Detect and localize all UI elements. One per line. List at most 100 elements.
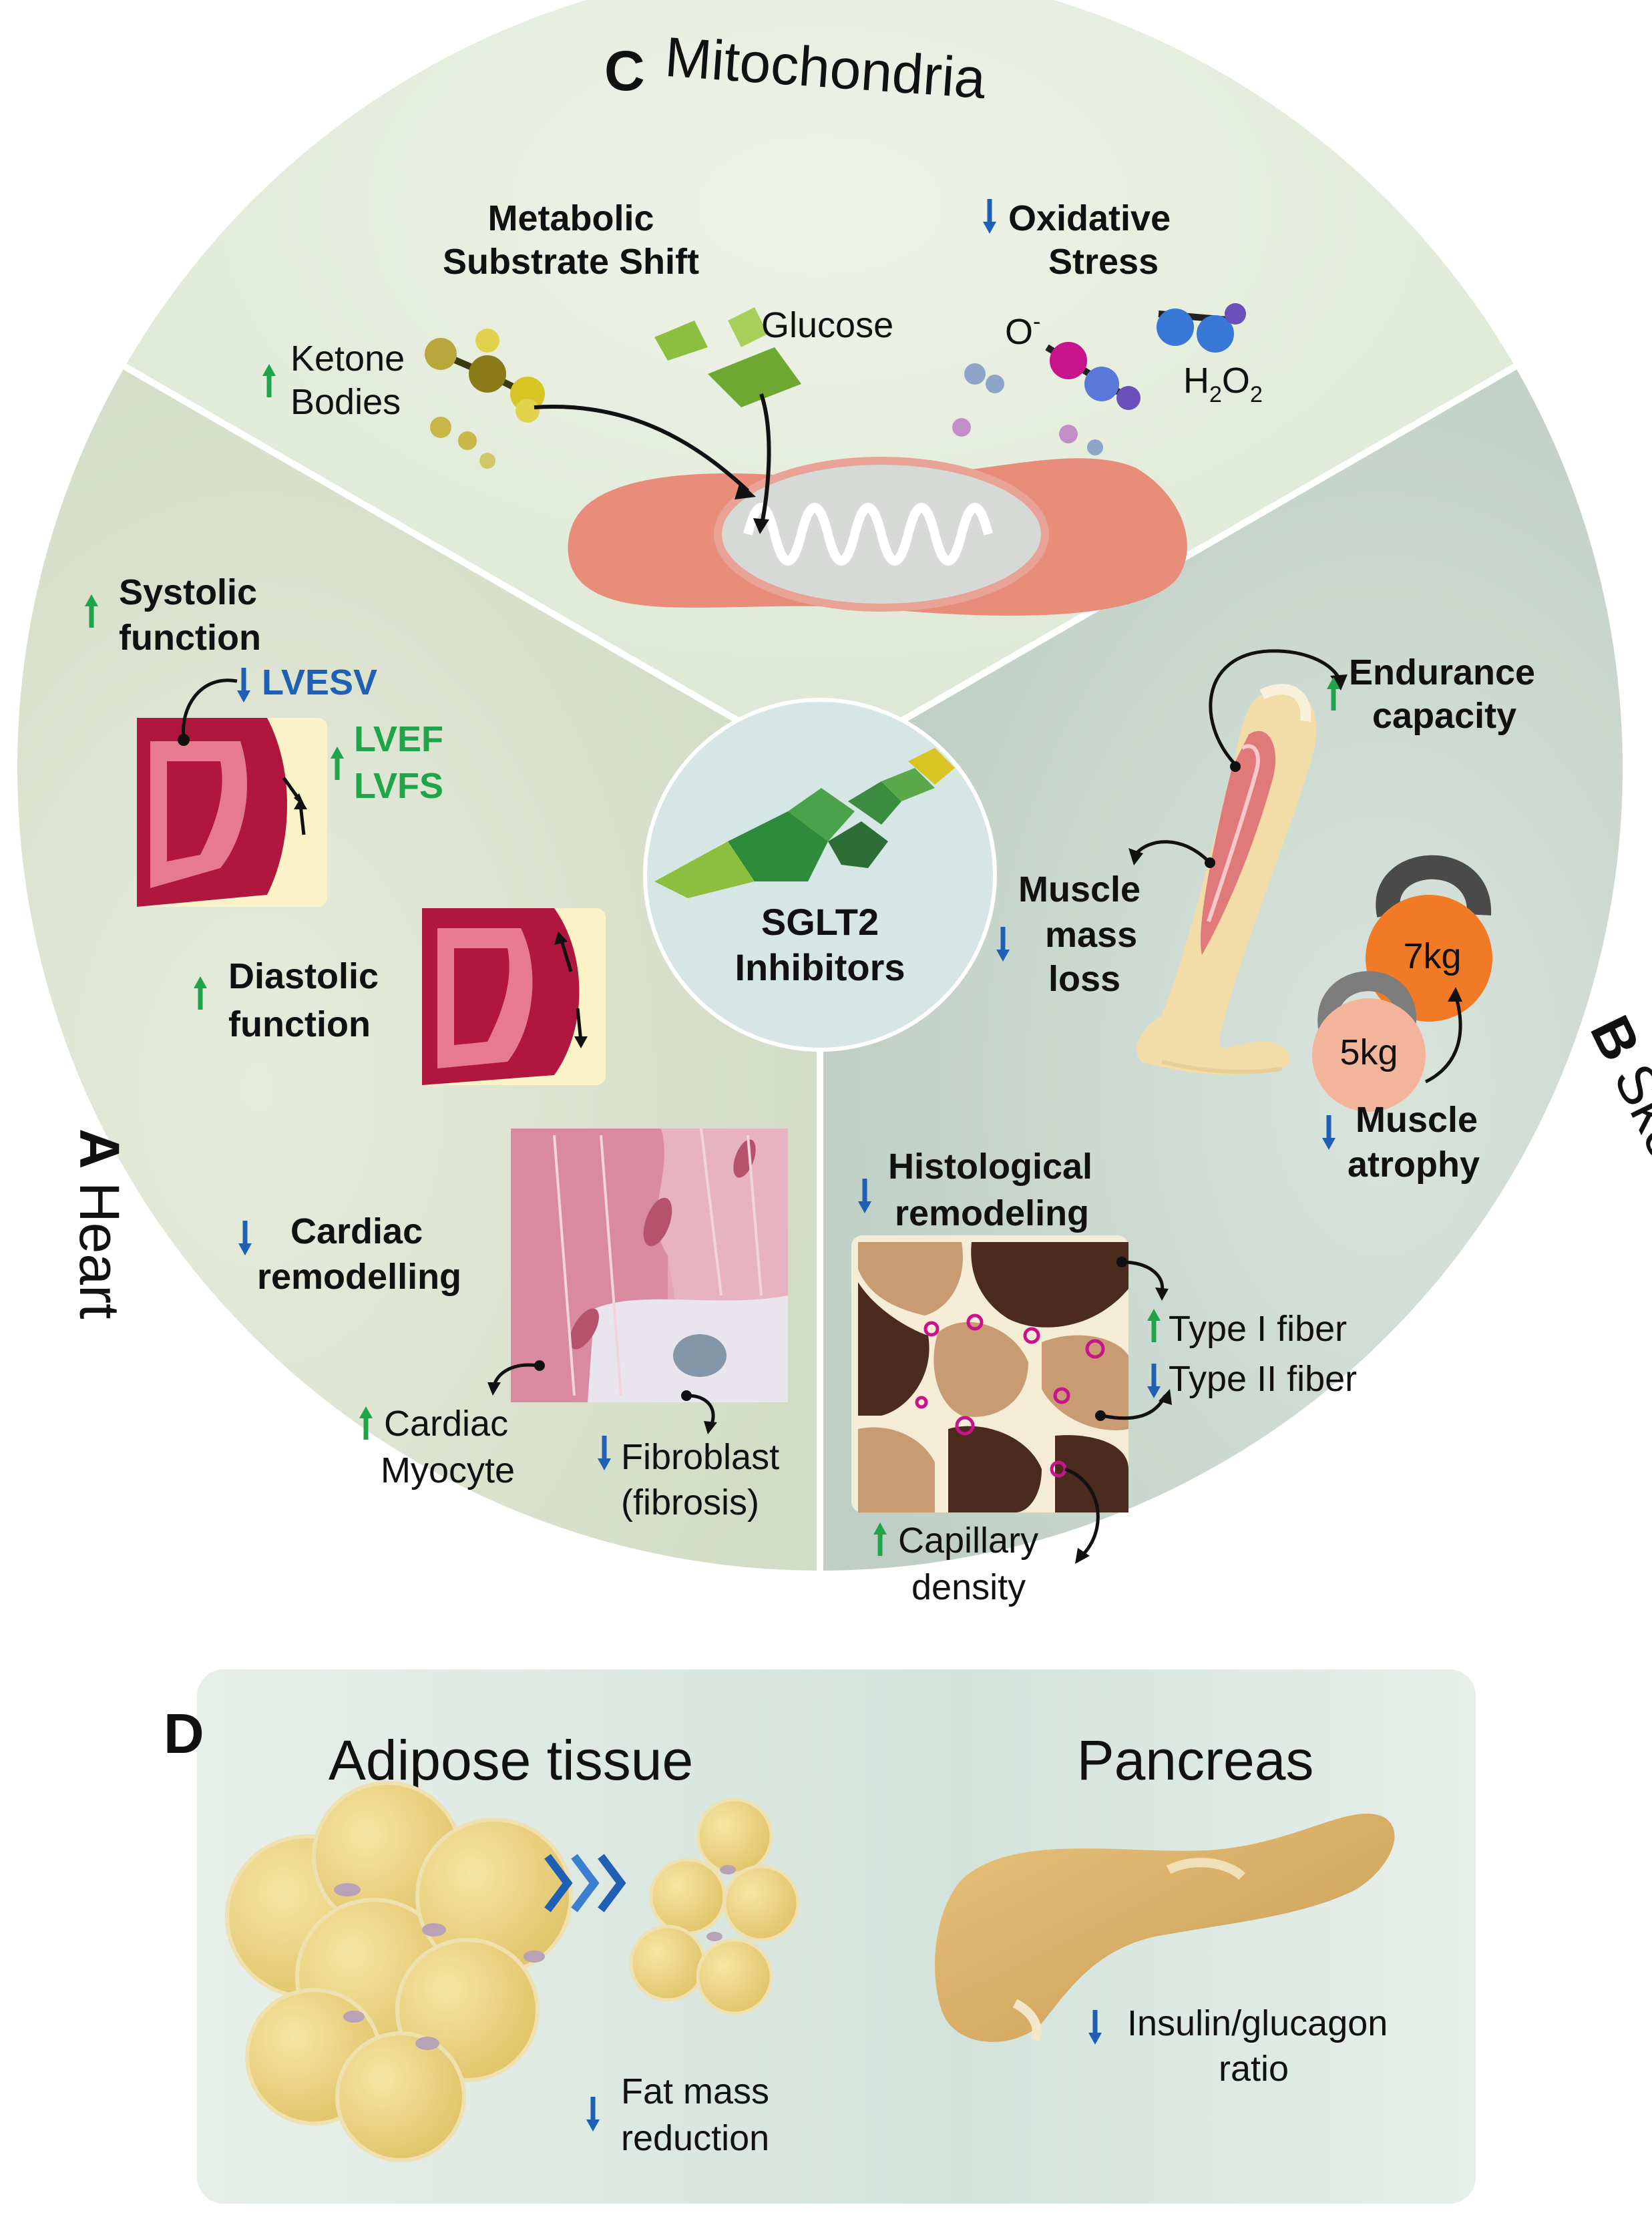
- mitochondrion-icon: [568, 457, 1187, 616]
- down-arrow-icon: [586, 2097, 600, 2132]
- center-hub: SGLT2 Inhibitors: [643, 698, 997, 1052]
- chevron-right-icon: [544, 1854, 626, 1912]
- type1-label: Type I fiber: [1169, 1309, 1347, 1349]
- myocyte-arrow: [492, 1363, 538, 1386]
- fat-label-1: Fat mass: [621, 2071, 769, 2111]
- up-arrow-icon: [262, 364, 276, 397]
- down-arrow-icon: [983, 199, 996, 234]
- fibroblast-label-1: Fibroblast: [621, 1437, 779, 1477]
- down-arrow-icon: [238, 1221, 252, 1255]
- capillary-label-2: density: [911, 1567, 1026, 1607]
- type2-label: Type II fiber: [1169, 1359, 1357, 1399]
- ratio-label-1: Insulin/glucagon: [1127, 2003, 1388, 2043]
- ketone-arrow: [534, 405, 750, 493]
- down-arrow-icon: [1322, 1115, 1335, 1150]
- atrophy-label-2: atrophy: [1348, 1145, 1480, 1185]
- h2o2-label: H2O2: [1183, 361, 1263, 407]
- ketone-arrow-head: [735, 482, 756, 499]
- atrophy-label-1: Muscle: [1356, 1100, 1478, 1140]
- section-letter-c: C: [604, 39, 645, 102]
- oxidative-label-2: Stress: [1048, 242, 1159, 282]
- sglt2-molecule-icon: [654, 748, 955, 898]
- histo-label-2: remodeling: [895, 1193, 1089, 1233]
- glucose-icon: [654, 307, 801, 407]
- capillary-arrow: [1064, 1467, 1100, 1557]
- ratio-label-2: ratio: [1219, 2049, 1289, 2089]
- pancreas-title: Pancreas: [1077, 1729, 1314, 1792]
- section-title-muscle: Skeletal Muscle: [1602, 1054, 1652, 1435]
- capillary-label-1: Capillary: [898, 1520, 1038, 1561]
- fat-label-2: reduction: [621, 2118, 769, 2158]
- down-arrow-icon: [858, 1179, 871, 1213]
- mass-label-1: Muscle: [1018, 869, 1141, 909]
- down-arrow-icon: [1088, 2010, 1102, 2045]
- kettlebell-arrow: [1424, 994, 1462, 1084]
- mitochondria-sector: [125, 0, 1515, 768]
- pancreas-icon: [935, 1813, 1395, 2042]
- up-arrow-icon: [1327, 677, 1340, 711]
- endurance-arrow: [1209, 649, 1341, 766]
- metabolic-label-2: Substrate Shift: [443, 242, 699, 282]
- fibroblast-arrow: [687, 1394, 715, 1426]
- o-minus-label: O-: [1005, 309, 1040, 352]
- lvesv-arrow: [181, 678, 238, 739]
- down-arrow-icon: [598, 1436, 611, 1470]
- kettlebell-icon: [1312, 855, 1492, 1112]
- up-arrow-icon: [359, 1406, 373, 1440]
- muscle-fiber-image: [851, 1235, 1128, 1512]
- heart-content: Systolic function LVESV LVEF LVFS: [85, 572, 788, 1523]
- section-letter-d: D: [164, 1702, 204, 1765]
- ros-molecule-icon: [952, 303, 1246, 455]
- histo-label-1: Histological: [888, 1147, 1092, 1187]
- lvesv-label: LVESV: [262, 662, 377, 702]
- mass-label-3: loss: [1048, 959, 1120, 999]
- myocyte-label-1: Cardiac: [384, 1404, 508, 1444]
- center-label-line2: Inhibitors: [735, 946, 905, 988]
- leg-icon: [1136, 684, 1317, 1075]
- diastolic-label-1: Diastolic: [228, 956, 379, 996]
- down-arrow-icon: [996, 927, 1010, 962]
- cardiac-tissue-image: [511, 1128, 788, 1402]
- up-arrow-icon: [331, 747, 344, 780]
- remodel-label-1: Cardiac: [290, 1211, 423, 1251]
- title-muscle: B Skeletal Muscle: [1579, 1006, 1652, 1435]
- section-letter-a: A: [68, 1129, 131, 1169]
- glucose-arrow-head: [753, 518, 769, 534]
- up-arrow-icon: [85, 594, 98, 628]
- kettlebell-small-label: 5kg: [1339, 1032, 1398, 1072]
- down-arrow-icon: [1147, 1364, 1161, 1398]
- glucose-label: Glucose: [761, 305, 893, 345]
- remodel-label-2: remodelling: [257, 1257, 461, 1297]
- center-label-line1: SGLT2: [761, 901, 879, 943]
- fibroblast-label-2: (fibrosis): [621, 1482, 759, 1523]
- up-arrow-icon: [873, 1523, 887, 1556]
- heart-systolic-image: [137, 718, 327, 907]
- metabolic-label-1: Metabolic: [487, 198, 654, 238]
- systolic-label-1: Systolic: [119, 572, 257, 612]
- type1-arrow: [1121, 1260, 1165, 1293]
- ketone-label-1: Ketone: [290, 339, 405, 379]
- diastolic-label-2: function: [228, 1004, 371, 1044]
- adipocyte-cluster-large-icon: [225, 1781, 573, 2162]
- myocyte-label-2: Myocyte: [381, 1450, 515, 1490]
- glucose-arrow: [759, 393, 771, 528]
- panel-d: D Adipose tissue Pancreas: [164, 1669, 1476, 2204]
- title-heart: A Heart: [68, 1129, 131, 1319]
- lvef-label: LVEF: [354, 719, 443, 759]
- oxidative-label-1: Oxidative: [1008, 198, 1171, 238]
- mito-content: Metabolic Substrate Shift Oxidative Stre…: [262, 198, 1263, 616]
- section-title-heart: Heart: [68, 1182, 131, 1319]
- heart-diastolic-image: [422, 908, 606, 1085]
- endurance-label-1: Endurance: [1349, 652, 1535, 692]
- up-arrow-icon: [1147, 1309, 1161, 1342]
- adipocyte-cluster-small-icon: [629, 1798, 800, 2015]
- muscle-content: Endurance capacity Muscle mass loss 7kg …: [851, 649, 1535, 1607]
- lvfs-label: LVFS: [354, 766, 443, 806]
- kettlebell-big-label: 7kg: [1403, 936, 1461, 976]
- ketone-label-2: Bodies: [290, 382, 401, 422]
- ketone-molecule-icon: [425, 329, 545, 469]
- endurance-label-2: capacity: [1372, 696, 1516, 736]
- mass-label-2: mass: [1045, 915, 1137, 955]
